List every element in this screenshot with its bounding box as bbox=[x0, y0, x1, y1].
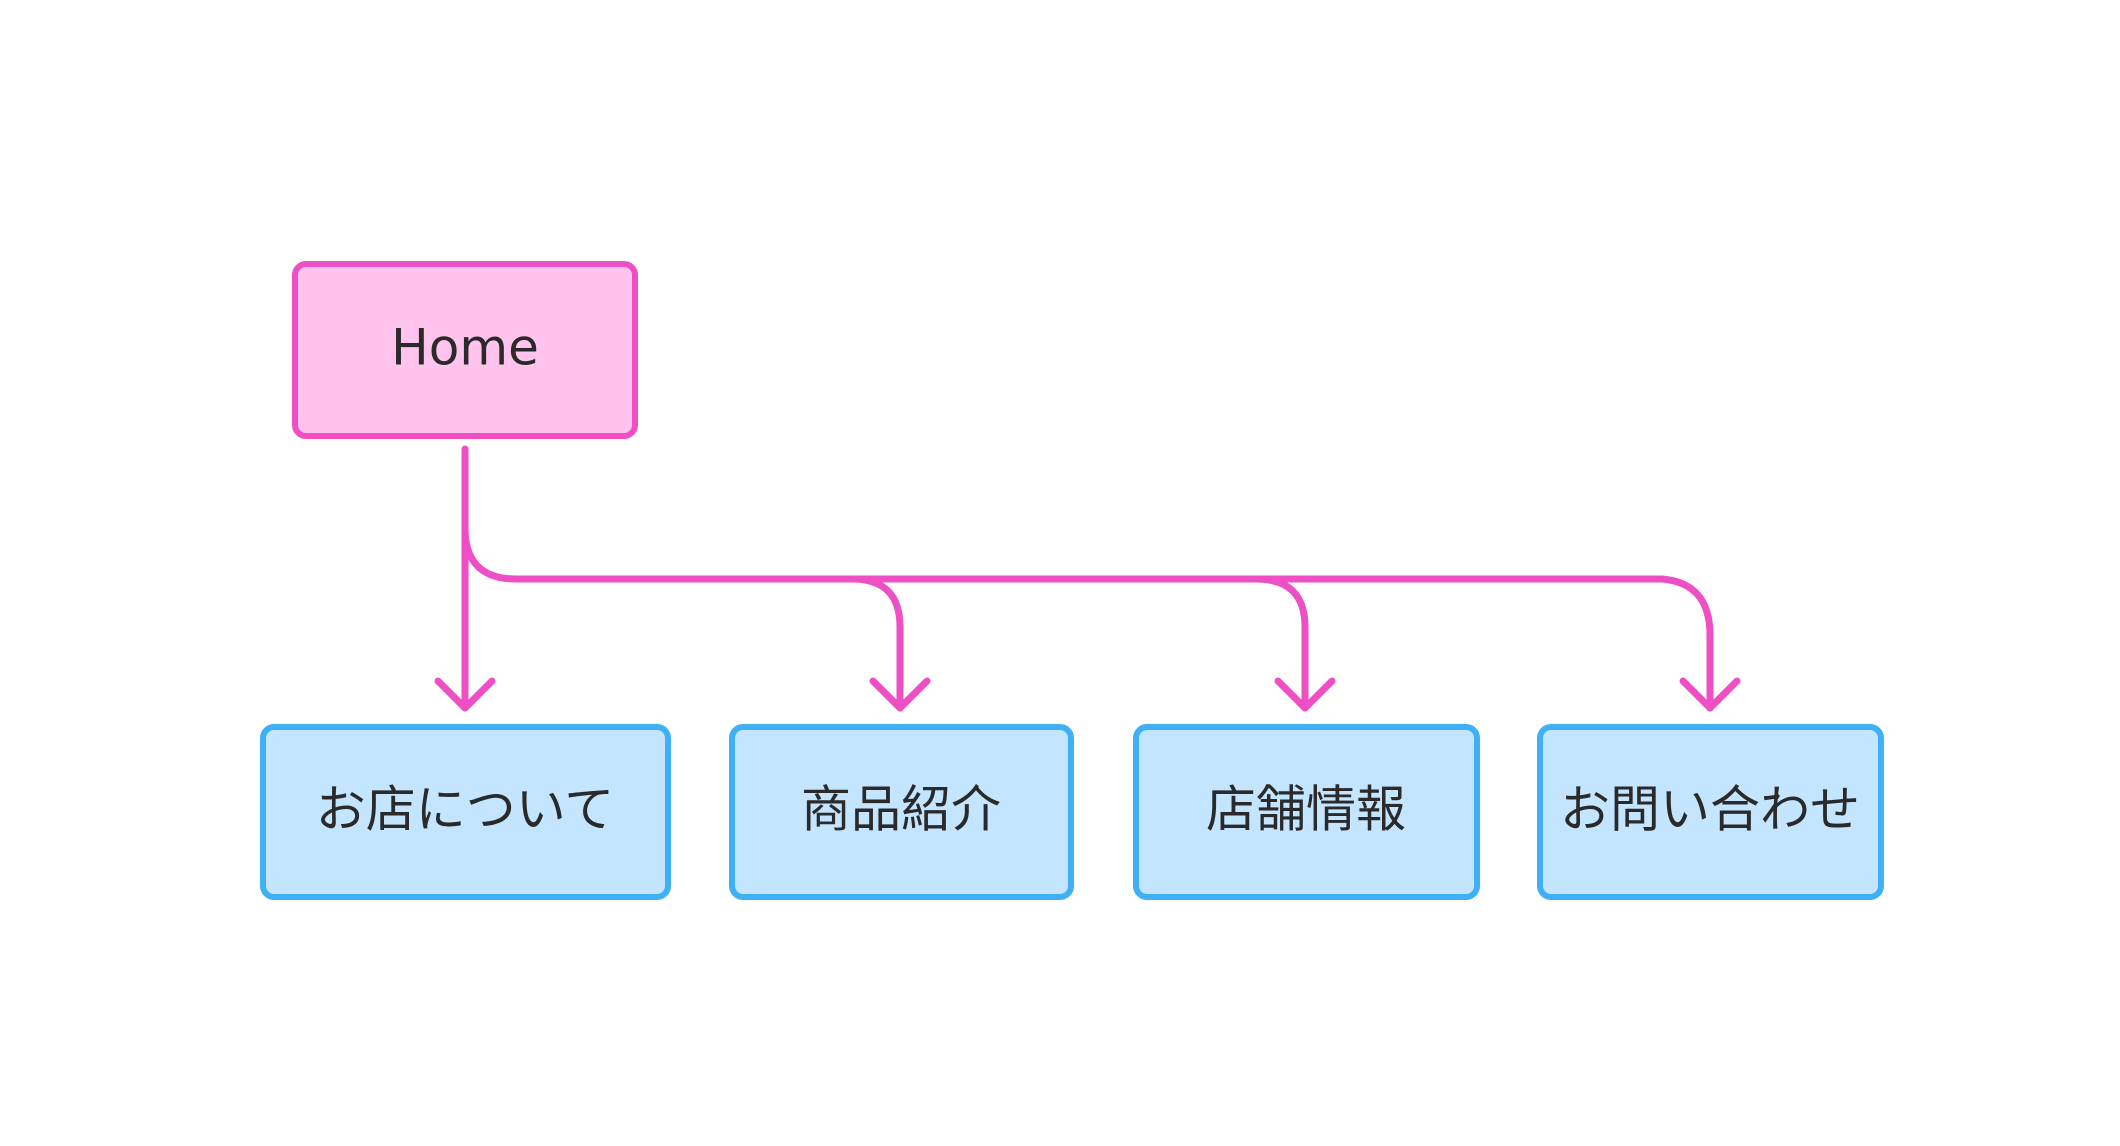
connector-bus bbox=[461, 524, 1666, 583]
connector-to-store-info bbox=[1252, 575, 1309, 712]
arrowhead-products bbox=[869, 677, 931, 712]
node-home-label: Home bbox=[391, 319, 539, 377]
node-about-label: お店について bbox=[316, 781, 615, 839]
arrowhead-store-info bbox=[1274, 677, 1336, 712]
node-products[interactable]: 商品紹介 bbox=[729, 724, 1074, 900]
node-about[interactable]: お店について bbox=[260, 724, 671, 900]
node-products-label: 商品紹介 bbox=[801, 781, 1001, 839]
node-store-info-box bbox=[1133, 724, 1480, 900]
arrowhead-contact bbox=[1679, 677, 1741, 712]
node-home[interactable]: Home bbox=[292, 261, 638, 439]
node-contact-box bbox=[1537, 724, 1884, 900]
arrowhead-about bbox=[434, 677, 496, 712]
node-contact-label: お問い合わせ bbox=[1560, 781, 1860, 839]
node-store-info-label: 店舗情報 bbox=[1206, 781, 1406, 839]
node-products-box bbox=[729, 724, 1074, 900]
connectors bbox=[434, 445, 1741, 712]
node-home-box bbox=[292, 261, 638, 439]
connector-to-products bbox=[848, 575, 904, 712]
node-contact[interactable]: お問い合わせ bbox=[1537, 724, 1884, 900]
node-about-box bbox=[260, 724, 671, 900]
connector-to-contact bbox=[1658, 575, 1714, 712]
node-store-info[interactable]: 店舗情報 bbox=[1133, 724, 1480, 900]
